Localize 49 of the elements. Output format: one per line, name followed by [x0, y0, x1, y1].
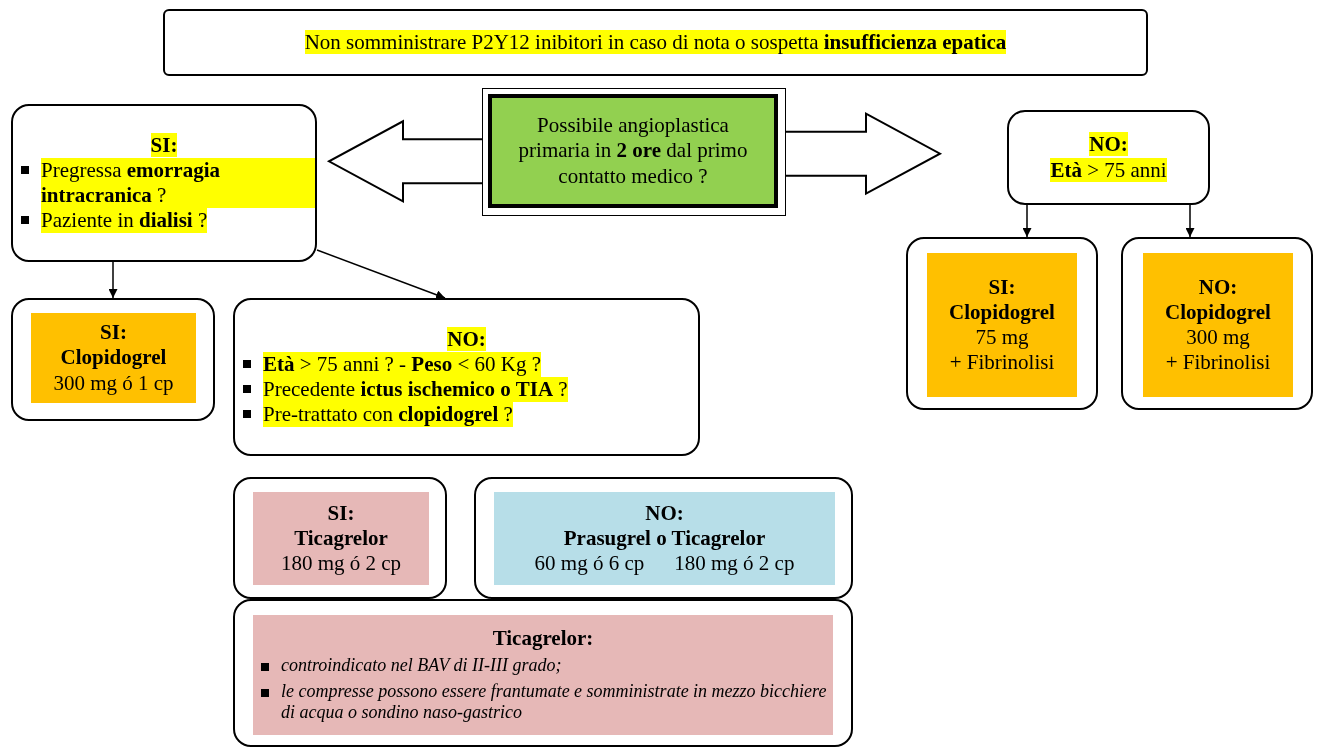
arrow	[316, 249, 446, 300]
node-text: Non somministrare P2Y12 inibitori in caso di nota o sospetta insufficienza epatica	[304, 29, 1007, 54]
outcome-box	[11, 104, 317, 262]
instruction-box	[163, 9, 1148, 76]
node-text: Precedente ictus ischemico o TIA ?	[263, 377, 568, 403]
node-text: controindicato nel BAV di II-III grado;	[281, 655, 562, 677]
node-text: + Fibrinolisi	[1165, 350, 1271, 376]
outcome-box	[11, 298, 215, 421]
node-text: Clopidogrel	[1165, 299, 1271, 325]
block-arrow	[326, 119, 483, 203]
block-arrow	[785, 111, 943, 196]
node-text: Clopidogrel	[949, 299, 1055, 325]
outcome-box	[233, 599, 853, 747]
decision-box	[482, 88, 786, 216]
node-text: Clopidogrel	[60, 345, 167, 371]
node-text: 300 mg ó 1 cp	[53, 370, 174, 396]
outcome-box	[233, 477, 447, 599]
node-text: Possibile angioplastica primaria in 2 ore dal primo contatto medico ?	[517, 113, 749, 189]
outcome-box	[233, 298, 700, 456]
heading-text: SI:	[150, 132, 178, 157]
arrow	[1185, 204, 1195, 238]
heading-text: SI:	[988, 274, 1016, 300]
node-text: Ticagrelor	[294, 525, 388, 552]
node-text: + Fibrinolisi	[949, 350, 1055, 376]
node-text: Prasugrel o Ticagrelor	[563, 525, 766, 552]
heading-text: Ticagrelor:	[492, 626, 594, 652]
heading-text: NO:	[1089, 132, 1128, 157]
node-text: Età > 75 anni	[1050, 157, 1167, 182]
outcome-box	[1121, 237, 1313, 410]
node-text: Paziente in dialisi ?	[41, 208, 208, 234]
arrow	[108, 261, 118, 299]
node-text: 60 mg ó 6 cp	[534, 551, 645, 577]
node-text: 300 mg	[1186, 325, 1250, 351]
heading-text: NO:	[447, 326, 486, 351]
node-text: 180 mg ó 2 cp	[280, 551, 402, 577]
node-text: Età > 75 anni ? - Peso < 60 Kg ?	[263, 351, 541, 377]
node-text: Pregressa emorragia intracranica ?	[41, 157, 315, 209]
arrow	[1022, 204, 1032, 238]
heading-text: NO:	[1198, 274, 1238, 300]
node-text: 180 mg ó 2 cp	[674, 551, 795, 577]
heading-text: SI:	[327, 500, 355, 526]
node-text: le compresse possono essere frantumate e somministrate in mezzo bicchiere di acqua o sondino naso-gastrico	[281, 680, 828, 724]
outcome-box	[906, 237, 1098, 410]
outcome-box	[1007, 110, 1210, 205]
heading-text: SI:	[100, 320, 127, 346]
heading-text: NO:	[645, 500, 684, 526]
node-text: 75 mg	[975, 325, 1029, 351]
outcome-box	[474, 477, 853, 599]
node-text: Pre-trattato con clopidogrel ?	[263, 402, 513, 428]
